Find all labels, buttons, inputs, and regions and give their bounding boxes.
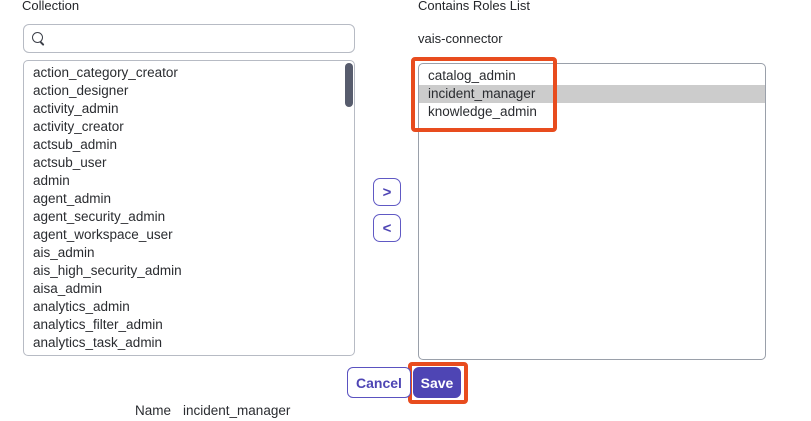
name-value: incident_manager bbox=[183, 403, 291, 418]
list-item[interactable]: ais_admin bbox=[33, 245, 95, 260]
chevron-left-icon: < bbox=[382, 219, 392, 237]
collection-name: vais-connector bbox=[418, 31, 503, 46]
name-row: Name incident_manager bbox=[135, 403, 290, 418]
move-left-button[interactable]: < bbox=[373, 214, 401, 242]
save-button[interactable]: Save bbox=[413, 367, 461, 398]
list-item[interactable]: analytics_task_admin bbox=[33, 335, 163, 350]
name-label: Name bbox=[135, 403, 172, 418]
list-item[interactable]: catalog_admin bbox=[428, 68, 516, 83]
list-item[interactable]: activity_admin bbox=[33, 101, 119, 116]
cancel-button[interactable]: Cancel bbox=[347, 367, 411, 398]
list-item[interactable]: activity_creator bbox=[33, 119, 124, 134]
list-item[interactable]: knowledge_admin bbox=[428, 104, 537, 119]
list-item[interactable]: action_category_creator bbox=[33, 65, 178, 80]
collection-label: Collection bbox=[22, 0, 80, 13]
search-input[interactable] bbox=[52, 31, 346, 46]
move-right-button[interactable]: > bbox=[373, 178, 401, 206]
list-item[interactable]: actsub_admin bbox=[33, 137, 118, 152]
chevron-right-icon: > bbox=[382, 183, 392, 201]
list-item[interactable]: analytics_viewer bbox=[24, 352, 354, 355]
list-item[interactable]: agent_workspace_user bbox=[33, 227, 173, 242]
list-item[interactable]: incident_manager bbox=[419, 85, 765, 103]
list-item[interactable]: analytics_filter_admin bbox=[33, 317, 163, 332]
list-item[interactable]: ais_high_security_admin bbox=[33, 263, 182, 278]
list-item[interactable]: action_designer bbox=[33, 83, 129, 98]
search-box[interactable] bbox=[23, 24, 355, 53]
list-item[interactable]: actsub_user bbox=[33, 155, 107, 170]
scrollbar-thumb[interactable] bbox=[345, 63, 353, 107]
list-item[interactable]: analytics_admin bbox=[33, 299, 130, 314]
contains-roles-list-label: Contains Roles List bbox=[418, 0, 530, 13]
list-item[interactable]: agent_admin bbox=[33, 191, 112, 206]
list-item[interactable]: aisa_admin bbox=[33, 281, 103, 296]
list-item[interactable]: admin bbox=[33, 173, 70, 188]
list-item[interactable]: agent_security_admin bbox=[33, 209, 166, 224]
search-icon bbox=[32, 31, 46, 46]
